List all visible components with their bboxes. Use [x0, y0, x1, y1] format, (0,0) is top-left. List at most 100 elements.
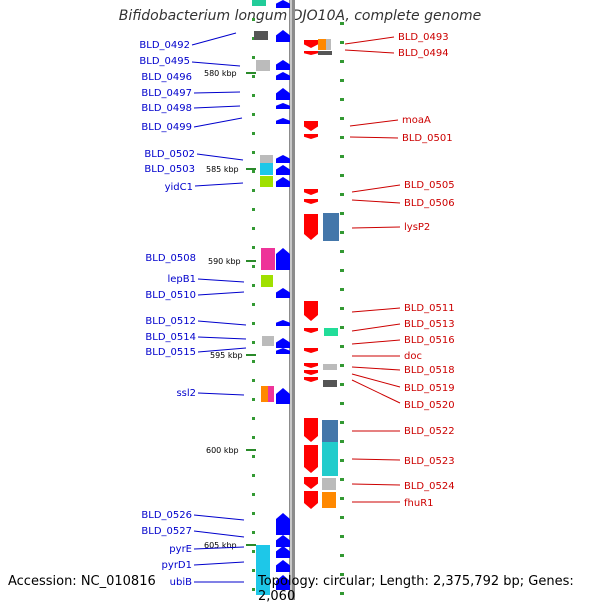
forward-gene-arrow	[276, 0, 290, 8]
gene-label[interactable]: moaA	[402, 115, 431, 126]
gene-label[interactable]: fhuR1	[404, 498, 434, 509]
gene-label[interactable]: BLD_0506	[404, 198, 455, 209]
label-leader	[349, 119, 399, 127]
scale-label: 595 kbp	[210, 351, 243, 360]
tick-mark	[252, 569, 255, 572]
gene-label[interactable]: BLD_0513	[404, 319, 455, 330]
tick-mark	[252, 474, 255, 477]
gene-label[interactable]: pyrE	[169, 544, 192, 555]
gene-label[interactable]: BLD_0520	[404, 400, 455, 411]
reverse-gene-arrow	[304, 328, 318, 333]
label-leader	[351, 373, 401, 388]
gene-color-box	[322, 442, 338, 476]
gene-label[interactable]: ubiB	[170, 577, 192, 588]
gene-label[interactable]: BLD_0493	[398, 32, 449, 43]
label-leader	[344, 36, 395, 45]
reverse-gene-arrow	[304, 214, 318, 240]
tick-mark	[252, 322, 255, 325]
gene-label[interactable]: lysP2	[404, 222, 430, 233]
tick-mark	[340, 535, 344, 538]
reverse-gene-arrow	[304, 445, 318, 473]
gene-label[interactable]: BLD_0498	[141, 103, 192, 114]
gene-label[interactable]: BLD_0526	[141, 510, 192, 521]
gene-label[interactable]: BLD_0502	[144, 149, 195, 160]
tick-marks	[252, 18, 344, 595]
gene-label[interactable]: BLD_0514	[145, 332, 196, 343]
tick-mark	[340, 60, 344, 63]
gene-color-box	[322, 420, 338, 442]
tick-mark	[340, 79, 344, 82]
gene-color-box	[260, 176, 273, 187]
label-leader	[197, 336, 247, 340]
gene-color-box	[256, 60, 270, 71]
label-leader	[197, 320, 247, 326]
tick-mark	[340, 136, 344, 139]
gene-label[interactable]: BLD_0510	[145, 290, 196, 301]
gene-label[interactable]: BLD_0503	[144, 164, 195, 175]
gene-label[interactable]: BLD_0501	[402, 133, 453, 144]
forward-gene-arrow	[276, 535, 290, 547]
gene-label[interactable]: BLD_0527	[141, 526, 192, 537]
gene-label[interactable]: BLD_0508	[145, 253, 196, 264]
label-leader	[194, 182, 244, 187]
gene-label[interactable]: lepB1	[167, 274, 196, 285]
gene-label[interactable]: BLD_0495	[139, 56, 190, 67]
gene-label[interactable]: BLD_0496	[141, 72, 192, 83]
gene-label[interactable]: doc	[404, 351, 422, 362]
scale-labels: 580 kbp 585 kbp 590 kbp 595 kbp 600 kbp …	[204, 69, 256, 550]
gene-label[interactable]: BLD_0512	[145, 316, 196, 327]
gene-label[interactable]: BLD_0518	[404, 365, 455, 376]
tick-mark	[252, 227, 255, 230]
gene-label[interactable]: BLD_0523	[404, 456, 455, 467]
label-leader	[193, 530, 245, 538]
gene-label[interactable]: BLD_0505	[404, 180, 455, 191]
label-leader	[351, 323, 401, 332]
gene-label[interactable]: BLD_0499	[141, 122, 192, 133]
gene-color-box	[260, 155, 273, 163]
tick-mark	[252, 18, 255, 21]
gene-label[interactable]: BLD_0511	[404, 303, 455, 314]
gene-label[interactable]: BLD_0522	[404, 426, 455, 437]
forward-gene-arrow	[276, 560, 290, 572]
forward-gene-arrow	[276, 165, 290, 175]
reverse-gene-arrow	[304, 40, 318, 48]
gene-label[interactable]: BLD_0519	[404, 383, 455, 394]
tick-mark	[340, 364, 344, 367]
tick-mark	[252, 303, 255, 306]
forward-gene-arrow	[276, 575, 290, 590]
tick-mark	[252, 37, 255, 40]
gene-label[interactable]: BLD_0524	[404, 481, 455, 492]
gene-label[interactable]: BLD_0515	[145, 347, 196, 358]
gene-color-box	[268, 386, 274, 402]
gene-label[interactable]: BLD_0492	[139, 40, 190, 51]
tick-mark	[340, 193, 344, 196]
gene-label[interactable]: BLD_0494	[398, 48, 449, 59]
label-leader	[197, 347, 247, 353]
gene-label[interactable]: yidC1	[165, 182, 193, 193]
forward-gene-arrow	[276, 348, 290, 354]
tick-mark	[340, 269, 344, 272]
tick-mark	[340, 231, 344, 234]
tick-mark	[252, 94, 255, 97]
tick-mark	[340, 212, 344, 215]
gene-label[interactable]: BLD_0516	[404, 335, 455, 346]
label-leader	[191, 32, 237, 46]
tick-mark	[252, 588, 255, 591]
gene-color-box	[323, 213, 339, 241]
tick-mark	[340, 155, 344, 158]
gene-color-box	[318, 51, 332, 55]
forward-gene-arrow	[276, 388, 290, 404]
gene-label[interactable]: ssl2	[176, 388, 196, 399]
tick-mark	[340, 497, 344, 500]
label-leader	[193, 561, 245, 566]
forward-gene-arrow	[276, 338, 290, 348]
tick-mark	[340, 326, 344, 329]
gene-label[interactable]: pyrD1	[162, 560, 192, 571]
tick-mark	[252, 170, 255, 173]
gene-color-box	[261, 248, 275, 270]
gene-label[interactable]: BLD_0497	[141, 88, 192, 99]
scale-label: 590 kbp	[208, 257, 241, 266]
label-leader	[193, 546, 245, 550]
right-gene-labels: BLD_0493 BLD_0494 moaA BLD_0501 BLD_0505…	[344, 32, 455, 509]
tick-mark	[340, 440, 344, 443]
